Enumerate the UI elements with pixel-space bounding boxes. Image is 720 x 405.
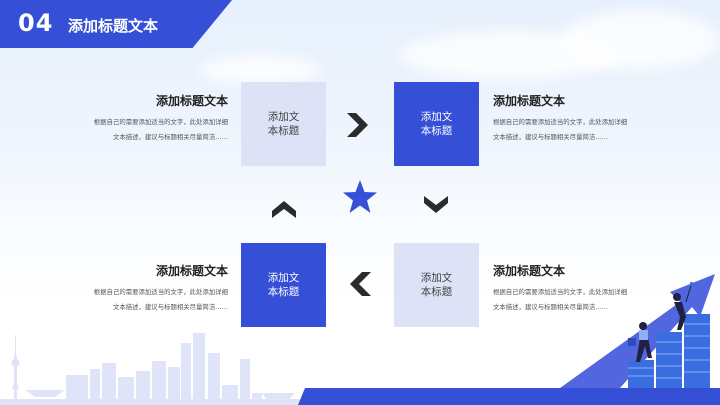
desc-line: 根据自己的需要添加适当的文字，此处添加详细 xyxy=(493,118,628,126)
desc-line: 根据自己的需要添加适当的文字，此处添加详细 xyxy=(493,288,628,296)
block-desc: 根据自己的需要添加适当的文字，此处添加详细 文本描述，建议与标题相关尽量简洁…… xyxy=(493,115,663,145)
text-block-top-left: 添加标题文本 根据自己的需要添加适当的文字，此处添加详细 文本描述，建议与标题相… xyxy=(58,92,228,145)
block-title: 添加标题文本 xyxy=(493,94,566,108)
block-title: 添加标题文本 xyxy=(155,94,228,108)
desc-line: 根据自己的需要添加适当的文字，此处添加详细 xyxy=(93,118,228,126)
city-skyline-decoration xyxy=(0,333,300,405)
box-label: 添加文本标题 xyxy=(420,111,453,137)
desc-line: 文本描述，建议与标题相关尽量简洁…… xyxy=(493,303,609,311)
desc-line: 根据自己的需要添加适当的文字，此处添加详细 xyxy=(93,288,228,296)
text-block-bottom-left: 添加标题文本 根据自己的需要添加适当的文字，此处添加详细 文本描述，建议与标题相… xyxy=(58,262,228,315)
chevron-left-icon xyxy=(350,272,371,296)
box-bottom-right: 添加文本标题 xyxy=(394,243,479,327)
section-number: 04 xyxy=(18,9,54,37)
block-desc: 根据自己的需要添加适当的文字，此处添加详细 文本描述，建议与标题相关尽量简洁…… xyxy=(493,285,663,315)
box-top-right: 添加文本标题 xyxy=(394,82,479,166)
block-desc: 根据自己的需要添加适当的文字，此处添加详细 文本描述，建议与标题相关尽量简洁…… xyxy=(58,285,228,315)
growth-illustration xyxy=(560,274,715,388)
header-bar xyxy=(0,0,232,48)
page-title: 添加标题文本 xyxy=(68,17,159,35)
desc-line: 文本描述，建议与标题相关尽量简洁…… xyxy=(112,133,228,141)
text-block-top-right: 添加标题文本 根据自己的需要添加适当的文字，此处添加详细 文本描述，建议与标题相… xyxy=(493,92,663,145)
star-icon xyxy=(343,180,377,213)
desc-line: 文本描述，建议与标题相关尽量简洁…… xyxy=(493,133,609,141)
block-desc: 根据自己的需要添加适当的文字，此处添加详细 文本描述，建议与标题相关尽量简洁…… xyxy=(58,115,228,145)
cloud-decoration xyxy=(200,55,320,85)
box-top-left: 添加文本标题 xyxy=(241,82,326,166)
desc-line: 文本描述，建议与标题相关尽量简洁…… xyxy=(112,303,228,311)
box-label: 添加文本标题 xyxy=(267,272,300,298)
box-label: 添加文本标题 xyxy=(267,111,300,137)
block-title: 添加标题文本 xyxy=(493,264,566,278)
footer-bar xyxy=(298,388,720,405)
box-bottom-left: 添加文本标题 xyxy=(241,243,326,327)
text-block-bottom-right: 添加标题文本 根据自己的需要添加适当的文字，此处添加详细 文本描述，建议与标题相… xyxy=(493,262,663,315)
cloud-decoration xyxy=(560,10,720,70)
chevron-up-icon xyxy=(272,201,296,218)
box-label: 添加文本标题 xyxy=(420,272,453,298)
chevron-down-icon xyxy=(424,196,448,213)
chevron-right-icon xyxy=(347,113,368,137)
block-title: 添加标题文本 xyxy=(155,264,228,278)
